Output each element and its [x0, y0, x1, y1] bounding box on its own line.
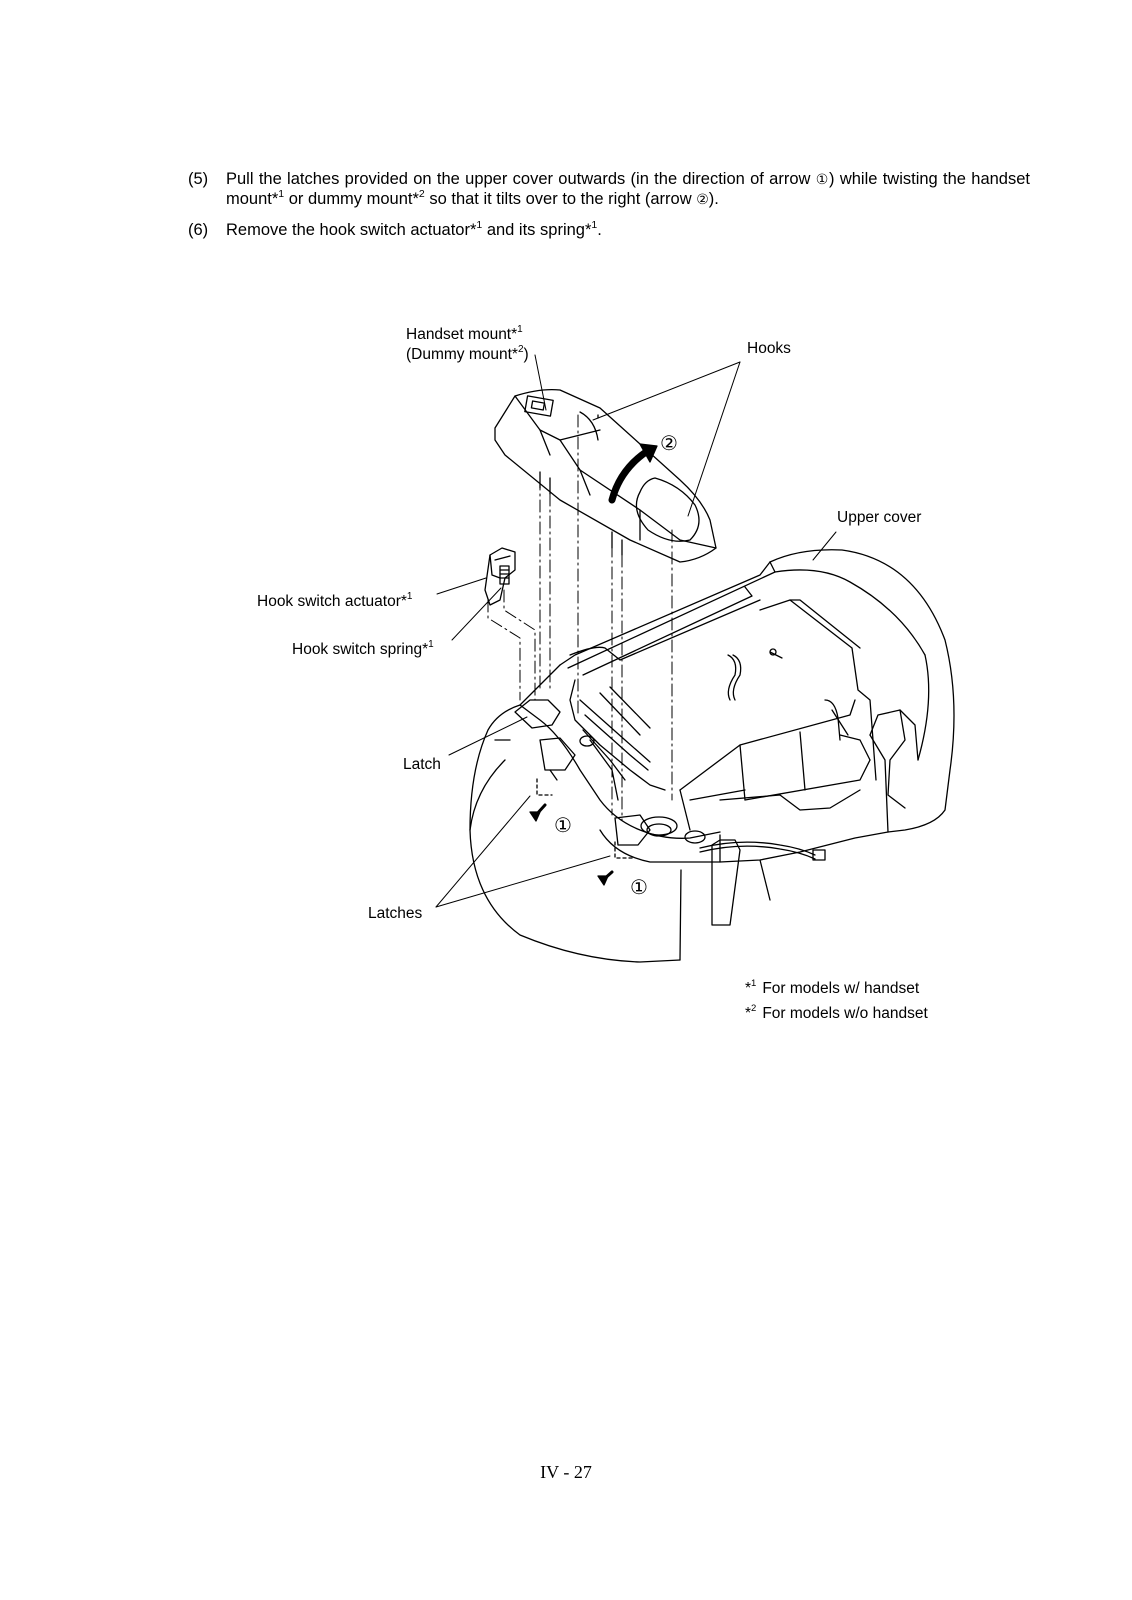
- footnote-ref: 1: [278, 187, 285, 200]
- label-upper-cover: Upper cover: [837, 509, 922, 526]
- leader-hooks-2: [687, 361, 741, 517]
- step-number: (5): [188, 170, 209, 188]
- label-hook-switch-actuator: Hook switch actuator*1: [257, 590, 413, 610]
- leader-latch: [448, 716, 528, 756]
- footnote-ref: 1: [591, 218, 598, 231]
- step-6: (6) Remove the hook switch actuator*1 an…: [188, 218, 1030, 240]
- leader-handset-mount: [534, 354, 547, 411]
- step-text: Pull the latches provided on the upper c…: [226, 170, 1030, 208]
- footnote-ref: 1: [476, 218, 483, 231]
- arrow-2-label: ②: [660, 431, 678, 455]
- arrow-2-symbol: ②: [696, 192, 709, 208]
- page-number: IV - 27: [540, 1462, 592, 1482]
- step-5: (5) Pull the latches provided on the upp…: [188, 170, 1030, 210]
- leader-latches-2: [435, 855, 611, 908]
- upper-cover-drawing: [469, 549, 955, 963]
- label-handset-mount: Handset mount*1: [406, 323, 523, 343]
- leader-upper-cover: [812, 531, 837, 561]
- arrow-1-label: ①: [630, 875, 648, 899]
- rotation-arrow: [608, 448, 650, 504]
- step-text: Remove the hook switch actuator*1 and it…: [226, 218, 602, 239]
- leader-hook-switch-spring: [451, 587, 502, 641]
- label-hooks: Hooks: [747, 340, 791, 357]
- arrow-1-label: ①: [554, 813, 572, 837]
- handset-mount-drawing: [494, 388, 717, 563]
- label-latch: Latch: [403, 756, 441, 773]
- leader-latches-1: [435, 795, 531, 908]
- step-number: (6): [188, 221, 209, 239]
- label-hook-switch-spring: Hook switch spring*1: [292, 638, 434, 658]
- leader-hook-switch-actuator: [436, 577, 487, 595]
- label-dummy-mount: (Dummy mount*2): [406, 343, 529, 363]
- hook-switch-parts-drawing: [484, 547, 516, 606]
- label-latches: Latches: [368, 905, 423, 922]
- leader-hooks-1: [592, 361, 741, 421]
- footnote-ref: 2: [418, 187, 425, 200]
- guide-lines: [487, 414, 673, 821]
- arrow-1-symbol: ①: [815, 172, 830, 188]
